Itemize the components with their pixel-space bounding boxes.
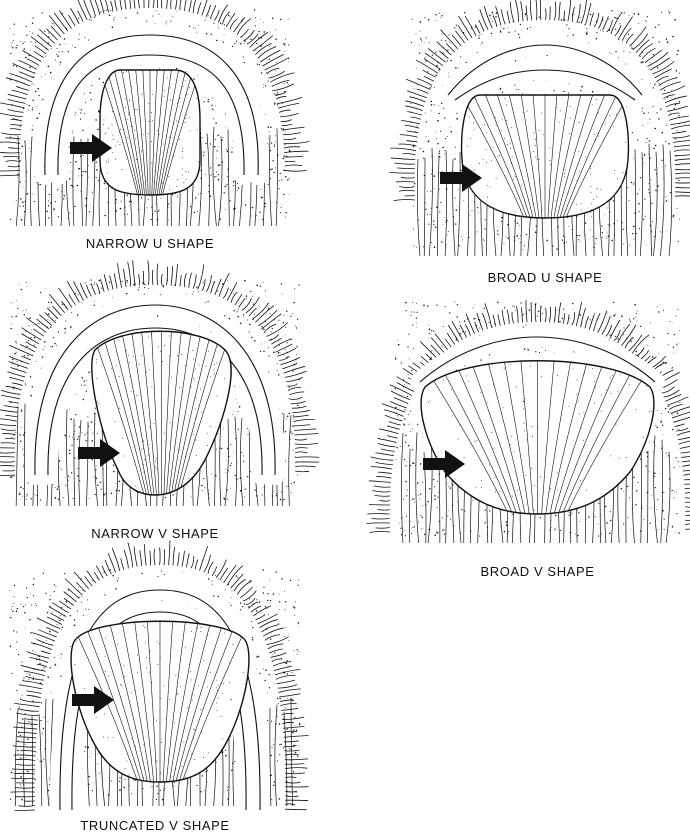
figure-broad-u: BROAD U SHAPE [400,0,690,290]
caption-broad-v: BROAD V SHAPE [415,564,660,579]
caption-narrow-v: NARROW V SHAPE [30,526,280,541]
narrow-v-illustration [0,270,310,510]
caption-narrow-u: NARROW U SHAPE [30,236,270,251]
truncated-v-illustration [0,560,310,810]
figure-narrow-v: NARROW V SHAPE [0,270,310,550]
narrow-u-illustration [0,0,300,230]
figure-broad-v: BROAD V SHAPE [385,292,690,587]
figure-truncated-v: TRUNCATED V SHAPE [0,560,310,840]
broad-v-illustration [385,292,690,547]
caption-broad-u: BROAD U SHAPE [420,270,670,285]
broad-u-illustration [400,0,690,260]
figure-narrow-u: NARROW U SHAPE [0,0,300,260]
caption-truncated-v: TRUNCATED V SHAPE [30,818,280,833]
